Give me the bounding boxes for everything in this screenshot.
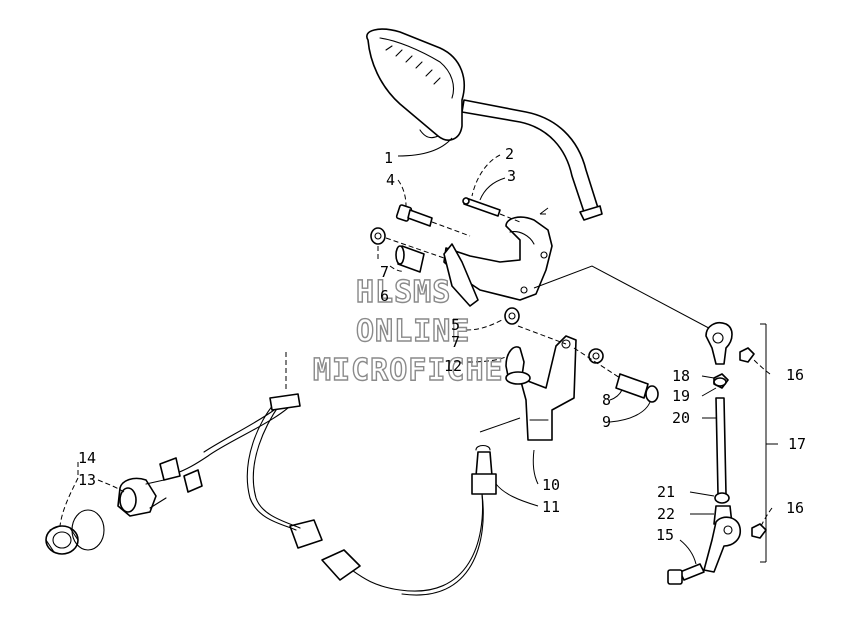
callout-17: 17 bbox=[788, 435, 806, 453]
bolt-4 bbox=[395, 204, 471, 237]
callout-20: 20 bbox=[672, 409, 690, 427]
callout-2: 2 bbox=[505, 145, 514, 163]
callout-16-upper: 16 bbox=[786, 366, 804, 384]
leader-3 bbox=[479, 177, 506, 201]
wire-terminal-2 bbox=[183, 469, 203, 493]
callout-8: 8 bbox=[602, 391, 611, 409]
callout-10: 10 bbox=[542, 476, 560, 494]
callout-12: 12 bbox=[444, 357, 462, 375]
leader-18 bbox=[701, 375, 715, 379]
leader-6 bbox=[389, 265, 405, 272]
callout-7-upper: 7 bbox=[380, 263, 389, 281]
bolt-9 bbox=[615, 373, 659, 403]
washer-19 bbox=[713, 377, 727, 387]
leader-1 bbox=[397, 137, 453, 157]
leader-16-lower bbox=[759, 507, 773, 529]
callout-labels: 1 2 3 4 5 6 7 7 8 9 10 11 12 13 14 15 16… bbox=[78, 145, 806, 544]
watermark-line-3: MICROFICHE bbox=[313, 353, 504, 388]
washer-7-lower-hole bbox=[508, 312, 516, 320]
connector-plug bbox=[289, 519, 361, 581]
pin-12 bbox=[505, 346, 531, 385]
callout-13: 13 bbox=[78, 471, 96, 489]
callout-18: 18 bbox=[672, 367, 690, 385]
callout-5: 5 bbox=[451, 316, 460, 334]
lever-arm-10 bbox=[519, 335, 577, 441]
leader-12 bbox=[467, 355, 509, 363]
callout-1: 1 bbox=[384, 149, 393, 167]
callout-22: 22 bbox=[657, 505, 675, 523]
callout-15: 15 bbox=[656, 526, 674, 544]
leader-2 bbox=[471, 154, 501, 197]
watermark: HLSMS ONLINE MICROFICHE bbox=[312, 274, 504, 388]
arrow-bracket bbox=[539, 207, 549, 215]
pin-2 bbox=[462, 197, 521, 223]
callout-7-lower: 7 bbox=[451, 333, 460, 351]
leader-11 bbox=[495, 483, 539, 507]
callout-16-lower: 16 bbox=[786, 499, 804, 517]
callout-6: 6 bbox=[380, 287, 389, 305]
watermark-line-2: ONLINE bbox=[356, 314, 470, 349]
leader-5 bbox=[465, 319, 503, 331]
shift-lever bbox=[366, 28, 603, 221]
leader-15 bbox=[679, 539, 697, 565]
nut-16-lower bbox=[751, 523, 767, 539]
leader-19 bbox=[701, 387, 717, 397]
callout-9: 9 bbox=[602, 413, 611, 431]
rod-end-lower bbox=[703, 516, 742, 573]
watermark-line-1: HLSMS bbox=[356, 275, 451, 310]
switch-body-13 bbox=[117, 477, 167, 517]
nut-16-upper bbox=[739, 347, 755, 363]
bolt-15 bbox=[667, 563, 705, 585]
washer-7-lower bbox=[504, 307, 520, 325]
leader-16-upper bbox=[751, 357, 771, 375]
leader-14 bbox=[59, 462, 79, 527]
leader-4 bbox=[397, 179, 407, 207]
callout-21: 21 bbox=[657, 483, 675, 501]
washer-7-upper-hole bbox=[374, 232, 382, 240]
leader-8 bbox=[609, 389, 623, 401]
callout-3: 3 bbox=[507, 167, 516, 185]
switch-11 bbox=[471, 444, 497, 495]
leader-21 bbox=[689, 491, 715, 497]
washer-7-upper bbox=[370, 227, 386, 245]
callout-14: 14 bbox=[78, 449, 96, 467]
washer-21 bbox=[714, 492, 730, 504]
wire-terminal bbox=[159, 457, 181, 481]
callout-19: 19 bbox=[672, 387, 690, 405]
rod-end-upper bbox=[705, 321, 733, 365]
lever-bracket bbox=[443, 216, 553, 307]
callout-4: 4 bbox=[386, 171, 395, 189]
leader-9 bbox=[609, 401, 651, 423]
callout-11: 11 bbox=[542, 498, 560, 516]
leader-13 bbox=[97, 479, 125, 493]
switch-nut-14 bbox=[45, 509, 105, 555]
leader-10 bbox=[532, 449, 539, 485]
bushing-6 bbox=[395, 245, 425, 273]
rod-20 bbox=[715, 397, 727, 495]
star-washer-8 bbox=[588, 348, 604, 364]
